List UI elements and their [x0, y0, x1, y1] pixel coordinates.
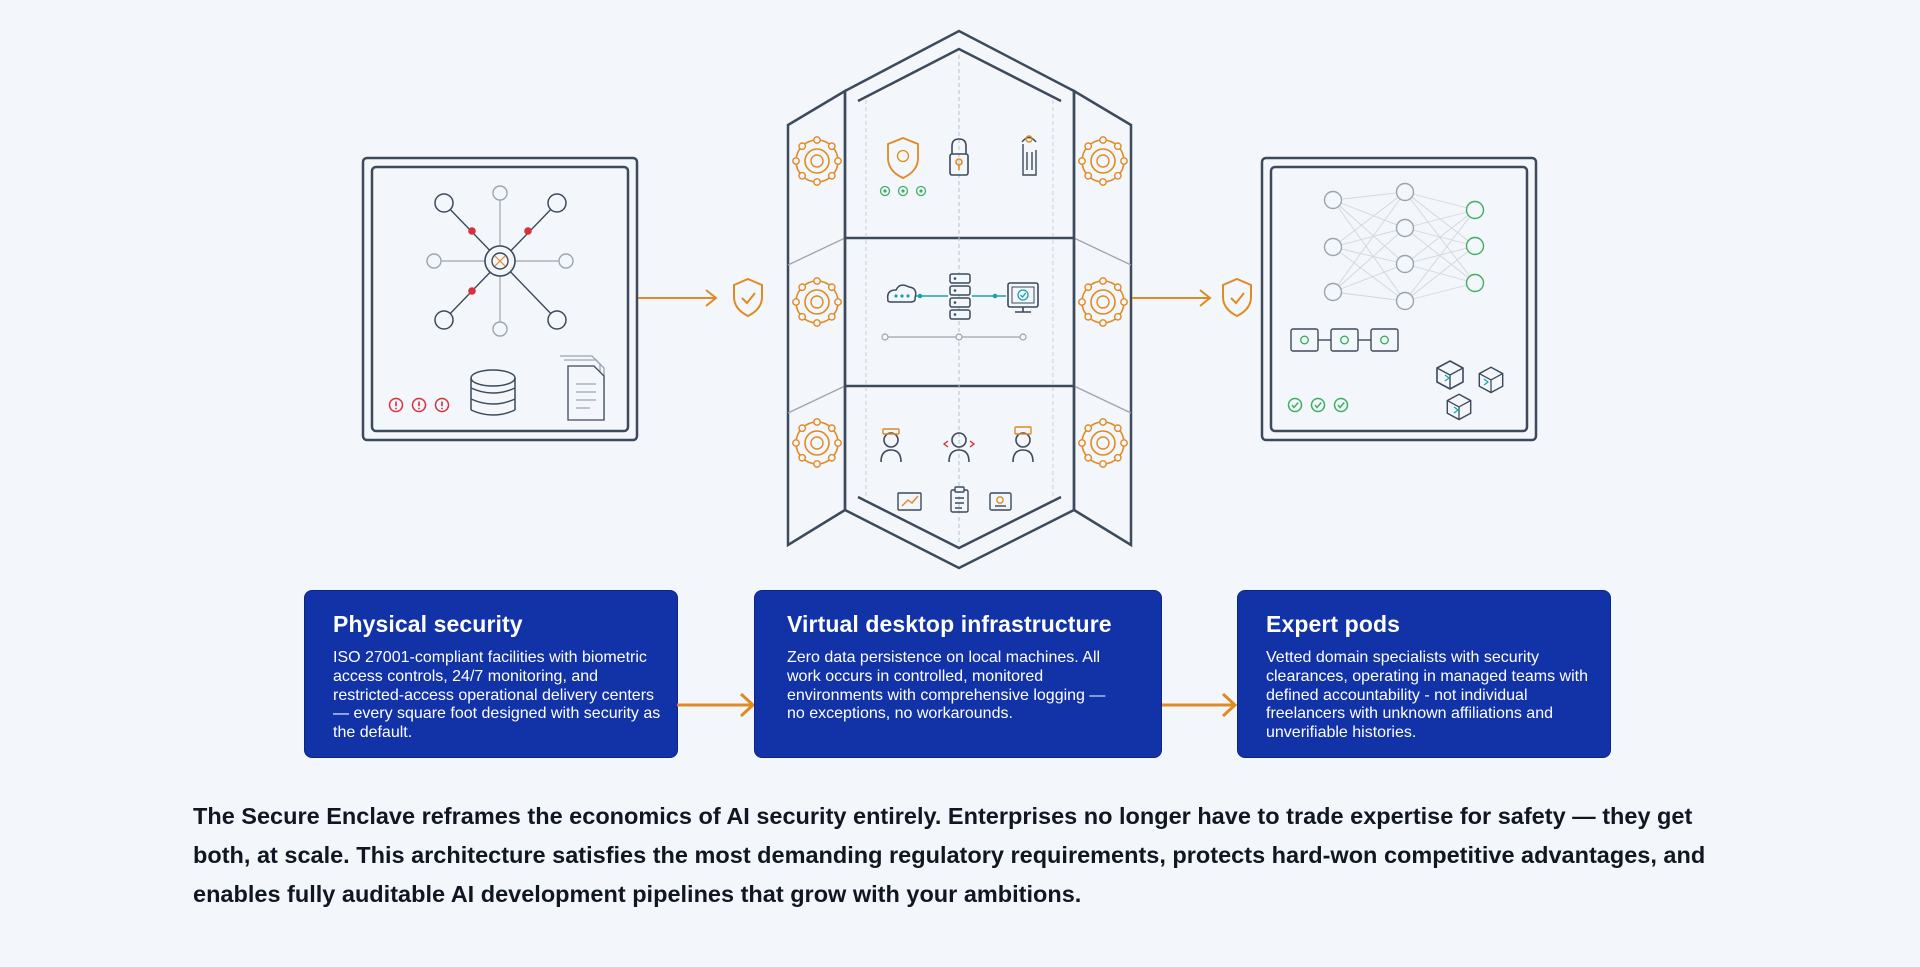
neural-network-icon [1323, 182, 1485, 311]
chart-icon [897, 492, 922, 511]
secure-enclave-diagram [361, 29, 1538, 570]
person-icon [880, 426, 1034, 463]
id-card-icon [989, 492, 1012, 511]
card-title: Expert pods [1266, 611, 1401, 637]
summary-paragraph: The Secure Enclave reframes the economic… [193, 803, 1706, 907]
connector-left [638, 278, 763, 317]
database-icon [470, 369, 516, 416]
arrow-right-icon [677, 692, 756, 718]
check-icon [879, 185, 927, 197]
padlock-icon [949, 138, 969, 176]
arrow-right-icon [1199, 289, 1212, 307]
monitor-icon [1007, 282, 1039, 313]
cloud-icon [886, 284, 917, 303]
cube-icon [1436, 360, 1504, 421]
pipeline-icon [1290, 328, 1399, 352]
card-body: Vetted domain specialists with security … [1266, 649, 1588, 742]
shield-icon [887, 137, 919, 179]
shield-check-icon [1222, 278, 1252, 317]
physical-security-card: Physical security ISO 27001-compliant fa… [304, 590, 678, 758]
physical-security-panel [361, 156, 639, 442]
enclave-panel [786, 29, 1133, 570]
expert-pods-panel [1260, 156, 1538, 442]
timeline [881, 333, 1027, 341]
server-icon [949, 273, 971, 320]
clipboard-icon [950, 486, 969, 513]
expert-pods-card: Expert pods Vetted domain specialists wi… [1237, 590, 1611, 758]
connector-right [1132, 278, 1252, 317]
card-body: ISO 27001-compliant facilities with biom… [333, 649, 661, 742]
arrow-right-icon [705, 289, 718, 307]
fingerprint-icon [1021, 135, 1037, 176]
vdi-card: Virtual desktop infrastructure Zero data… [754, 590, 1162, 758]
card-body: Zero data persistence on local machines.… [787, 649, 1106, 723]
document-icon [560, 355, 605, 421]
card-title: Virtual desktop infrastructure [787, 611, 1112, 637]
network-hub-icon [426, 185, 574, 337]
shield-check-icon [733, 278, 763, 317]
arrow-right-icon [1162, 692, 1238, 718]
card-title: Physical security [333, 611, 523, 637]
